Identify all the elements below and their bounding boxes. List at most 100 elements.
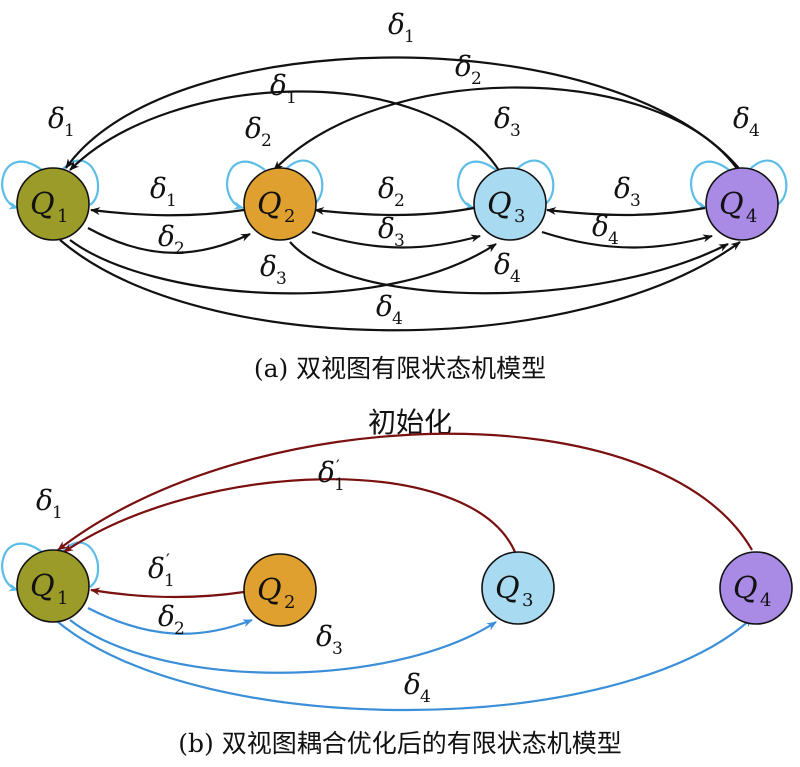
svg-text:4: 4	[608, 229, 619, 249]
svg-text:δ: δ	[733, 102, 750, 135]
node-q3: Q 3	[473, 167, 547, 241]
edge-q2-q4	[289, 241, 729, 295]
svg-text:3: 3	[630, 191, 641, 211]
svg-text:δ: δ	[245, 112, 262, 145]
svg-text:δ: δ	[378, 172, 395, 205]
svg-text:δ: δ	[376, 290, 393, 323]
svg-text:δ: δ	[455, 50, 472, 83]
svg-text:′: ′	[336, 457, 340, 477]
loop-q1	[1, 160, 43, 210]
edge-b-q1-q4	[57, 617, 753, 712]
svg-text:1: 1	[52, 503, 63, 523]
svg-text:4: 4	[760, 590, 771, 611]
svg-text:Q: Q	[30, 569, 55, 604]
svg-text:2: 2	[174, 239, 185, 259]
svg-text:Q: Q	[733, 571, 758, 606]
svg-text:1: 1	[166, 191, 177, 211]
svg-text:δ: δ	[494, 248, 511, 281]
edge-b-q3-q1	[63, 478, 517, 553]
svg-text:Q: Q	[495, 571, 520, 606]
svg-text:4: 4	[510, 267, 521, 287]
svg-text:2: 2	[284, 592, 295, 613]
svg-text:δ: δ	[148, 552, 165, 585]
svg-text:3: 3	[522, 590, 533, 611]
edge-q3-q4	[541, 230, 713, 249]
svg-text:2: 2	[174, 619, 185, 639]
node-q4-label: Q	[719, 187, 744, 222]
edge-q4-q2	[273, 86, 739, 171]
svg-text:δ: δ	[158, 220, 175, 253]
node-q1-sub: 1	[57, 206, 68, 227]
svg-text:′: ′	[166, 551, 170, 571]
svg-text:1: 1	[334, 475, 345, 495]
svg-text:δ: δ	[270, 69, 287, 102]
svg-text:3: 3	[394, 231, 405, 251]
node-b-q2: Q 2	[243, 553, 317, 627]
node-q3-label: Q	[487, 187, 512, 222]
edge-q2-q1	[90, 207, 245, 217]
node-q2-label: Q	[257, 187, 282, 222]
edge-q1-q3	[69, 239, 497, 295]
svg-text:1: 1	[57, 588, 68, 609]
loop-b-q1	[1, 542, 43, 592]
svg-text:2: 2	[471, 69, 482, 89]
label-a-loop-d1: δ 1	[48, 102, 75, 141]
loop-q4	[690, 160, 730, 210]
node-q4-sub: 4	[746, 206, 757, 227]
edge-q2-q3	[311, 230, 481, 249]
svg-text:δ: δ	[614, 172, 631, 205]
label-a-loop-d4: δ 4	[733, 102, 760, 141]
node-q1: Q 1	[16, 167, 90, 241]
label-b-loop-d1: δ 1	[36, 484, 63, 523]
edge-q1-q2	[87, 227, 251, 254]
svg-text:δ: δ	[404, 668, 421, 701]
svg-text:δ: δ	[378, 212, 395, 245]
svg-text:δ: δ	[36, 484, 53, 517]
loop-q3	[457, 160, 497, 210]
svg-text:3: 3	[510, 121, 521, 141]
loop-q2	[226, 160, 266, 210]
label-a-q1q4-d4: δ 4	[376, 290, 403, 329]
caption-b: (b) 双视图耦合优化后的有限状态机模型	[178, 729, 621, 758]
svg-text:1: 1	[64, 121, 75, 141]
edge-q4-q1	[65, 56, 743, 173]
loop-q4b	[748, 159, 788, 206]
svg-text:1: 1	[404, 27, 415, 47]
svg-text:δ: δ	[158, 600, 175, 633]
label-b-q1q3-d3: δ 3	[316, 620, 343, 659]
edge-b-q1-q3	[69, 619, 497, 674]
svg-text:δ: δ	[388, 8, 405, 41]
svg-text:3: 3	[276, 269, 287, 289]
label-a-q1q2-d2: δ 2	[158, 220, 185, 259]
svg-text:3: 3	[332, 639, 343, 659]
label-a-q2q4-d4: δ 4	[494, 248, 521, 287]
label-a-q3q2-d2: δ 2	[378, 172, 405, 211]
svg-text:2: 2	[261, 131, 272, 151]
edge-q3-q2	[314, 206, 475, 217]
label-a-top-d1: δ 1	[388, 8, 415, 47]
svg-text:1: 1	[286, 88, 297, 108]
svg-text:δ: δ	[494, 102, 511, 135]
panel-a: Q 1 Q 2 Q 3 Q 4 δ 1 δ 2 δ 1	[1, 8, 788, 383]
edge-b-q2-q1	[90, 587, 245, 599]
svg-text:4: 4	[749, 121, 760, 141]
label-a-q2q1-d1: δ 1	[150, 172, 177, 211]
caption-a: (a) 双视图有限状态机模型	[254, 354, 546, 383]
svg-text:δ: δ	[48, 102, 65, 135]
label-b-q2q1-d1p: δ ′ 1	[148, 551, 175, 591]
label-a-q4q3-d3: δ 3	[614, 172, 641, 211]
label-a-loop-d2: δ 2	[245, 112, 272, 151]
label-b-q1q4-d4: δ 4	[404, 668, 431, 707]
svg-text:1: 1	[164, 571, 175, 591]
loop-q2b	[284, 159, 324, 206]
node-q2-sub: 2	[284, 206, 295, 227]
loop-q3b	[515, 159, 555, 206]
node-q3-sub: 3	[514, 206, 525, 227]
svg-text:4: 4	[420, 687, 431, 707]
svg-text:δ: δ	[318, 456, 335, 489]
svg-text:4: 4	[392, 309, 403, 329]
svg-text:2: 2	[394, 191, 405, 211]
node-q1-label: Q	[30, 187, 55, 222]
edge-b-q1-q2	[87, 607, 253, 635]
